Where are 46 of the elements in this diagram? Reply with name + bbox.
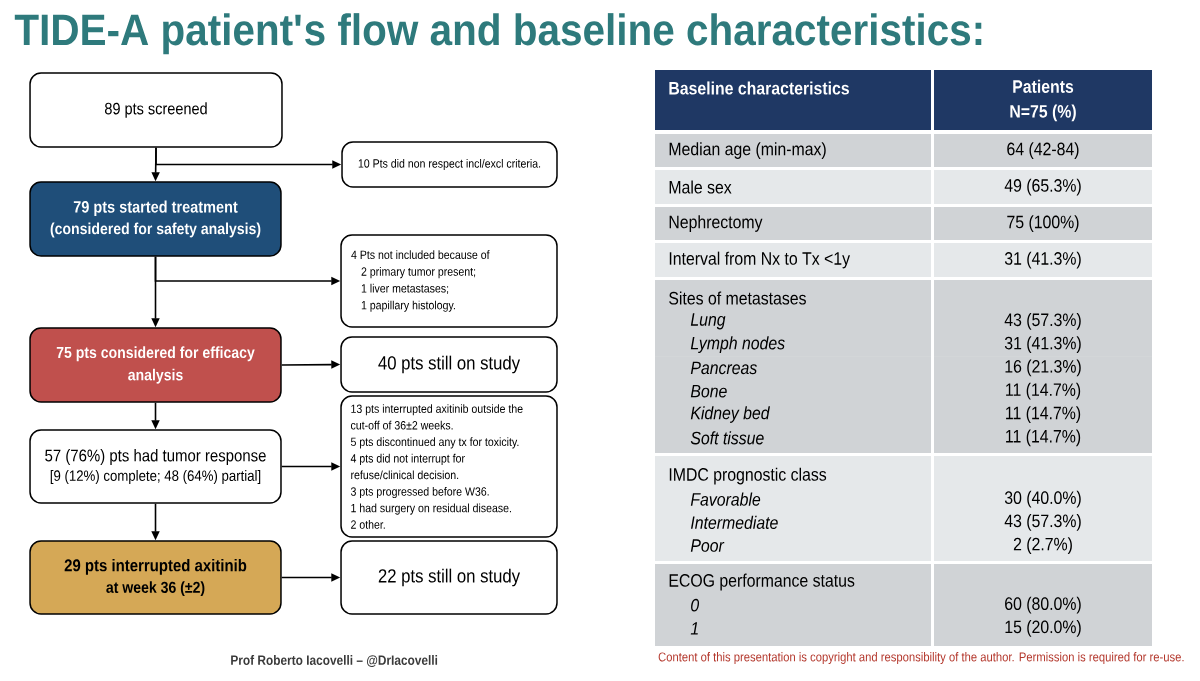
table-cell: 49 (65.3%) [934,170,1152,204]
table-cell: Lymph nodes [655,333,931,357]
table-cell: 1 [655,616,931,646]
table-cell: Soft tissue [655,426,931,453]
flow-box: 79 pts started treatment (considered for safety analysis) [29,181,282,257]
table-cell: Kidney bed [655,402,931,427]
table-cell: Interval from Nx to Tx <1y [655,243,931,277]
table-cell: Sites of metastases [655,280,931,311]
table-cell: Median age (min-max) [655,134,931,167]
flow-box: 89 pts screened [29,72,283,148]
table-cell: ECOG performance status [655,564,931,595]
table-cell: Poor [655,534,931,561]
footer-text: Prof Roberto Iacovelli – @DrIacovelli [231,655,438,667]
table-cell: 2 (2.7%) [934,534,1152,561]
table-cell: Male sex [655,170,931,204]
table-cell: Lung [655,309,931,334]
table-cell: 64 (42-84) [934,134,1152,167]
table-cell: Favorable [655,487,931,512]
flow-box: 29 pts interrupted axitinib at week 36 (±2) [29,540,282,615]
note-box: 4 Pts not included because of 2 primary tumor present; 1 liver metastases; 1 papillary histology. [340,234,558,328]
table-cell: IMDC prognostic class [655,456,931,489]
copyright-note: Content of this presentation is copyright and responsibility of the author. Permission is required for re-use. [658,652,1184,664]
note-box: 13 pts interrupted axitinib outside the cut-off of 36±2 weeks. 5 pts discontinued any tx for toxicity. 4 pts did not interrupt for refuse/clinical decision. 3 pts progressed before W36. 1 had surgery on residual disease. 2 other. [340,395,558,538]
table-cell: 0 [655,593,931,618]
table-cell: 43 (57.3%) [934,510,1152,535]
slide-title: TIDE-A patient's flow and baseline characteristics: [14,13,982,55]
table-cell: 11 (14.7%) [934,426,1152,453]
note-box: 40 pts still on study [340,336,558,393]
header-cell: Patients N=75 (%) [934,70,1152,130]
header-cell: Baseline characteristics [655,70,931,130]
table-cell: 31 (41.3%) [934,333,1152,357]
table-cell: 60 (80.0%) [934,564,1152,618]
table-cell: 75 (100%) [934,207,1152,240]
table-cell: 15 (20.0%) [934,616,1152,646]
table-cell: 11 (14.7%) [934,379,1152,404]
table-cell: Nephrectomy [655,207,931,240]
flow-box: 57 (76%) pts had tumor response [9 (12%) complete; 48 (64%) partial] [29,429,282,504]
flow-box: 75 pts considered for efficacy analysis [29,327,282,403]
table-cell: Bone [655,379,931,404]
note-box: 10 Pts did non respect incl/excl criteria. [341,141,558,188]
table-cell: Intermediate [655,510,931,535]
table-cell: 11 (14.7%) [934,402,1152,427]
table-cell: 16 (21.3%) [934,356,1152,380]
table-cell: 31 (41.3%) [934,243,1152,277]
table-cell: Pancreas [655,356,931,380]
note-box: 22 pts still on study [340,540,558,615]
